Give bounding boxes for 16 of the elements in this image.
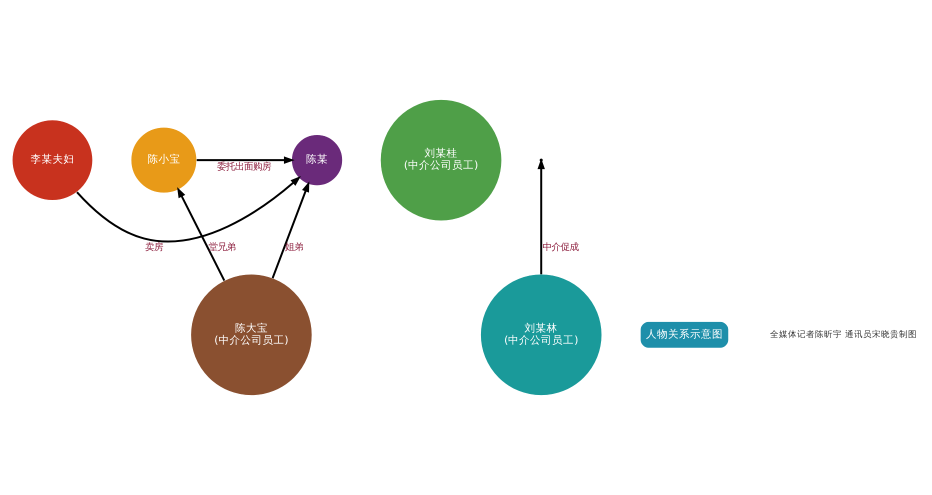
edge-label: 姐弟: [285, 242, 304, 253]
node-box: 人物关系示意图: [640, 321, 729, 348]
arrow: [76, 176, 301, 242]
node-circle: 陈小宝: [130, 127, 197, 194]
edge-label: 中介促成: [542, 242, 578, 253]
node-circle: 刘某桂 (中介公司员工): [380, 99, 502, 222]
label: 全媒体记者陈昕宇 通讯员宋晓贵制图: [770, 330, 917, 340]
arrow: [196, 156, 295, 164]
edge-label: 卖房: [144, 242, 163, 253]
arrow: [272, 181, 310, 278]
node-circle: 李某夫妇: [12, 120, 93, 201]
node-circle: 刘某林 (中介公司员工): [480, 274, 602, 396]
edge-label: 委托出面购房: [217, 162, 272, 173]
node-circle: 陈大宝 (中介公司员工): [190, 274, 312, 396]
arrow: [177, 187, 226, 281]
edge-label: 堂兄弟: [208, 242, 236, 253]
